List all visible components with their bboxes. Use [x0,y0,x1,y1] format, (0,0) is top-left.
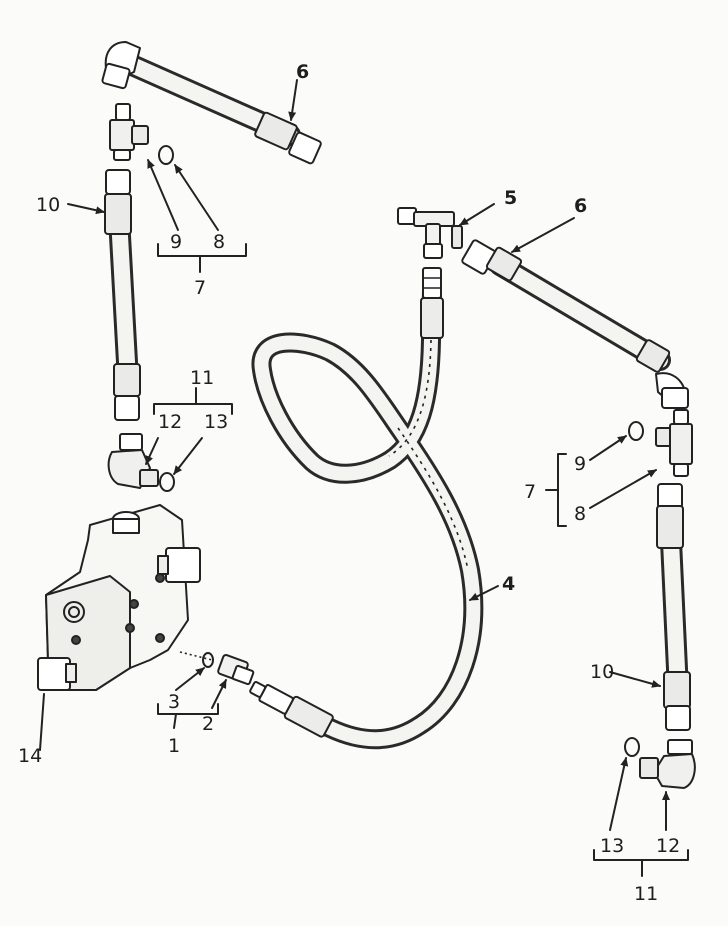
left-tee-fitting [109,103,149,161]
label-12-left: 12 [158,411,182,433]
label-7-right: 7 [524,481,536,503]
leader-arrows [39,79,670,831]
label-2: 2 [202,713,214,735]
label-14: 14 [18,745,42,767]
label-1: 1 [168,735,180,757]
label-9-right: 9 [574,453,586,475]
o-ring-3 [202,652,214,668]
label-3: 3 [168,691,180,713]
o-ring-lower-left [159,472,175,492]
right-elbow-fitting-12 [639,739,696,789]
label-10-left: 10 [36,194,60,216]
label-5: 5 [504,187,517,209]
label-10-right: 10 [590,661,614,683]
group-brackets [153,243,689,877]
left-elbow-fitting-12 [107,433,159,489]
o-ring-lower-right [624,737,640,757]
label-13-right: 13 [600,835,624,857]
hose-4-lower-fitting [249,681,334,738]
adapter-fitting-2 [217,654,255,686]
o-ring-right [628,421,644,441]
label-11-left: 11 [190,367,214,389]
left-vertical-hose-10 [104,169,141,421]
hose-4-upper-fitting [420,267,444,339]
label-6-upper-left: 6 [296,61,309,83]
o-ring-upper-left [158,145,174,165]
label-9-left: 9 [170,231,182,253]
label-8-right: 8 [574,503,586,525]
upper-left-hose-6 [101,41,322,165]
label-8-left: 8 [213,231,225,253]
right-vertical-hose-10 [656,483,691,731]
tee-fitting-5 [397,207,463,259]
label-11-right: 11 [634,883,658,905]
label-13-left: 13 [204,411,228,433]
label-12-right: 12 [656,835,680,857]
right-tee-fitting [655,409,693,477]
upper-right-hose-6 [461,239,689,409]
long-hose-4 [251,280,484,750]
label-6-upper-right: 6 [574,195,587,217]
label-7-left: 7 [194,277,206,299]
label-4: 4 [502,573,515,595]
valve-body [37,504,213,691]
